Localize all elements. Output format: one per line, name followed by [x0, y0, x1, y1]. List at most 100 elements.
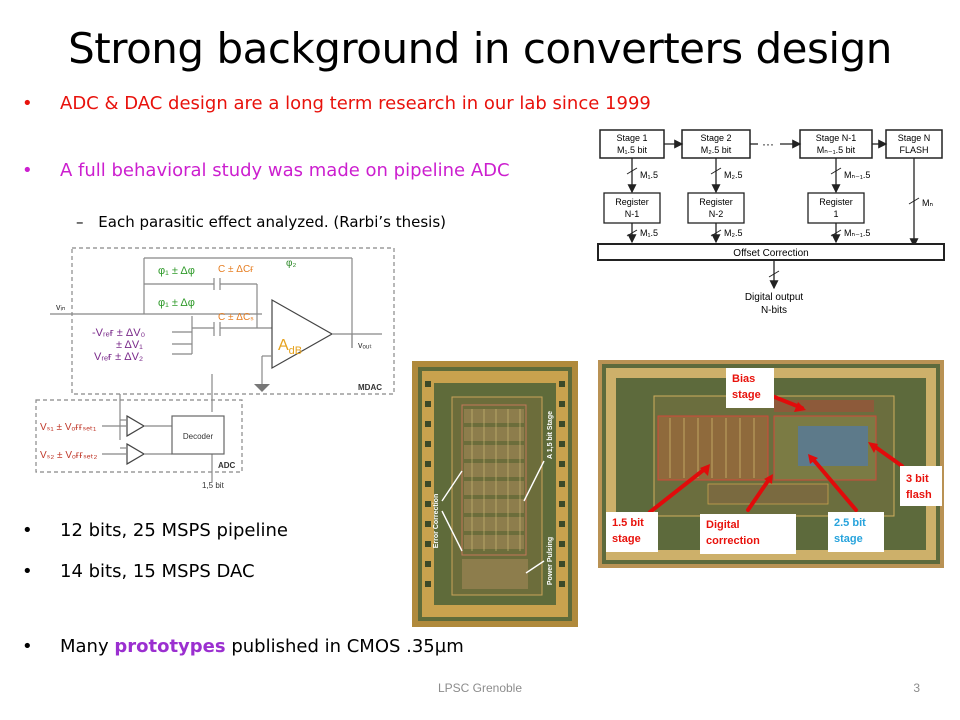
flash-callout: 3 bit flash — [900, 466, 942, 506]
svg-text:Register: Register — [819, 197, 853, 207]
svg-text:Offset Correction: Offset Correction — [733, 248, 808, 259]
bullet-text-before: Many — [60, 636, 115, 657]
svg-text:1: 1 — [833, 209, 838, 219]
svg-text:Register: Register — [615, 197, 649, 207]
reg-out-label-2: M₂.5 — [724, 228, 743, 238]
bullet-highlight: prototypes — [114, 636, 226, 657]
vout-label: vₒᵤₜ — [358, 340, 372, 350]
slide-title: Strong background in converters design — [68, 24, 892, 73]
register-box-1: Register N-1 — [603, 192, 661, 224]
cf-label: C ± ΔCғ — [218, 264, 254, 275]
bullet-dot: • — [22, 520, 33, 541]
decoder-box: Decoder — [171, 415, 225, 455]
svg-text:N-1: N-1 — [625, 209, 640, 219]
offset-correction-box: Offset Correction — [597, 243, 945, 261]
bus-label-n-1: Mₙ₋₁.5 — [844, 170, 870, 180]
stage-box-1: Stage 1 M₁.5 bit — [599, 129, 665, 159]
stage-ellipsis: ··· — [762, 137, 774, 151]
svg-text:M₁.5 bit: M₁.5 bit — [617, 145, 648, 155]
vref-label-2: Vᵣₑғ ± ΔV₂ — [94, 351, 143, 363]
bullet-text: ADC & DAC design are a long term researc… — [60, 93, 651, 114]
register-box-2: Register N-2 — [687, 192, 745, 224]
svg-text:stage: stage — [834, 533, 863, 545]
svg-text:stage: stage — [732, 389, 761, 401]
svg-text:Bias: Bias — [732, 373, 755, 385]
svg-text:correction: correction — [706, 535, 760, 547]
svg-text:FLASH: FLASH — [899, 145, 928, 155]
gain-label: AdB — [278, 337, 302, 357]
phi1-label-a: φ₁ ± Δφ — [158, 265, 195, 277]
svg-text:M₂.5 bit: M₂.5 bit — [701, 145, 732, 155]
bullet-behavioral-study: • A full behavioral study was made on pi… — [22, 160, 602, 184]
bus-label-n: Mₙ — [922, 198, 933, 208]
bullet-text: A full behavioral study was made on pipe… — [60, 160, 510, 181]
svg-text:Stage 2: Stage 2 — [700, 133, 731, 143]
ground-icon — [254, 384, 270, 392]
register-box-3: Register 1 — [807, 192, 865, 224]
vin-label: vᵢₙ — [56, 302, 66, 312]
bullet-adc-dac: • ADC & DAC design are a long term resea… — [22, 93, 782, 117]
svg-text:Stage N: Stage N — [898, 133, 931, 143]
bullet-adc-spec: • 12 bits, 25 MSPS pipeline — [22, 520, 402, 544]
svg-text:1.5 bit: 1.5 bit — [612, 517, 644, 529]
sub-bullet-text: Each parasitic effect analyzed. (Rarbi’s… — [98, 213, 446, 231]
stage-label: A 1,5 bit Stage — [547, 411, 554, 459]
adc-box — [35, 399, 243, 473]
footer-center: LPSC Grenoble — [437, 681, 523, 695]
power-pulsing-label: Power Pulsing — [547, 537, 554, 585]
bullet-dot: • — [22, 561, 33, 582]
bullet-dac-spec: • 14 bits, 15 MSPS DAC — [22, 561, 402, 585]
digital-output-bits: N-bits — [761, 305, 787, 316]
svg-text:Stage N-1: Stage N-1 — [816, 133, 857, 143]
mdac-box — [71, 247, 395, 395]
bullet-text-after: published in CMOS .35µm — [225, 636, 464, 657]
svg-text:Register: Register — [699, 197, 733, 207]
bus-label-1: M₁.5 — [640, 170, 658, 180]
vs1-label: Vₛ₁ ± Vₒғғₛₑₜ₁ — [40, 422, 97, 433]
bias-stage-callout: Bias stage — [726, 368, 774, 408]
chip-photo-right: Bias stage 3 bit flash 1.5 bit stage Dig… — [598, 360, 944, 568]
cs-label: C ± ΔCₛ — [218, 312, 254, 323]
bullet-dot: • — [22, 93, 33, 114]
stage-2-5-callout: 2.5 bit stage — [828, 512, 884, 552]
bullet-prototypes: • Many prototypes published in CMOS .35µ… — [22, 636, 582, 660]
svg-text:Decoder: Decoder — [183, 432, 214, 441]
out-bits-label: 1,5 bit — [202, 481, 225, 490]
reg-out-label-1: M₁.5 — [640, 228, 658, 238]
bullet-dot: • — [22, 160, 33, 181]
mdac-schematic: Decoder vᵢₙ vₒᵤₜ φ₂ φ₁ ± Δφ φ₁ ± Δφ C ± … — [35, 247, 395, 490]
vref-label-1: ± ΔV₁ — [116, 339, 143, 351]
bullet-text: Many prototypes published in CMOS .35µm — [60, 636, 464, 657]
svg-text:Mₙ₋₁.5 bit: Mₙ₋₁.5 bit — [817, 145, 856, 155]
svg-text:2.5 bit: 2.5 bit — [834, 517, 866, 529]
digital-correction-callout: Digital correction — [700, 514, 796, 554]
vref-label-0: -Vᵣₑғ ± ΔV₀ — [92, 327, 145, 339]
bullet-dot: • — [22, 636, 33, 657]
slide-number: 3 — [913, 681, 920, 695]
vs2-label: Vₛ₂ ± Vₒғғₛₑₜ₂ — [40, 450, 97, 461]
bus-label-2: M₂.5 — [724, 170, 743, 180]
svg-text:Stage 1: Stage 1 — [616, 133, 647, 143]
mdac-label: MDAC — [358, 383, 382, 392]
reg-out-label-3: Mₙ₋₁.5 — [844, 228, 870, 238]
sub-bullet-dash: – — [76, 213, 84, 231]
pipeline-diagram: Stage 1 M₁.5 bit Stage 2 M₂.5 bit ··· St… — [597, 129, 945, 316]
svg-text:N-2: N-2 — [709, 209, 724, 219]
svg-text:Digital: Digital — [706, 519, 740, 531]
phi2-label: φ₂ — [286, 258, 296, 269]
svg-text:flash: flash — [906, 489, 932, 501]
error-correction-label: Error Correction — [433, 494, 440, 548]
sub-bullet-parasitic: – Each parasitic effect analyzed. (Rarbi… — [76, 213, 556, 235]
bullet-text: 14 bits, 15 MSPS DAC — [60, 561, 255, 582]
bullet-text: 12 bits, 25 MSPS pipeline — [60, 520, 288, 541]
adc-label: ADC — [218, 461, 236, 470]
stage-1-5-callout: 1.5 bit stage — [606, 512, 658, 552]
chip-photo-left: Error Correction A 1,5 bit Stage Power P… — [412, 361, 578, 627]
stage-box-n-1: Stage N-1 Mₙ₋₁.5 bit — [799, 129, 873, 159]
stage-box-2: Stage 2 M₂.5 bit — [681, 129, 751, 159]
svg-text:stage: stage — [612, 533, 641, 545]
digital-output-label: Digital output — [745, 292, 804, 303]
phi1-label-b: φ₁ ± Δφ — [158, 297, 195, 309]
stage-box-n: Stage N FLASH — [885, 129, 943, 159]
svg-text:3 bit: 3 bit — [906, 473, 929, 485]
